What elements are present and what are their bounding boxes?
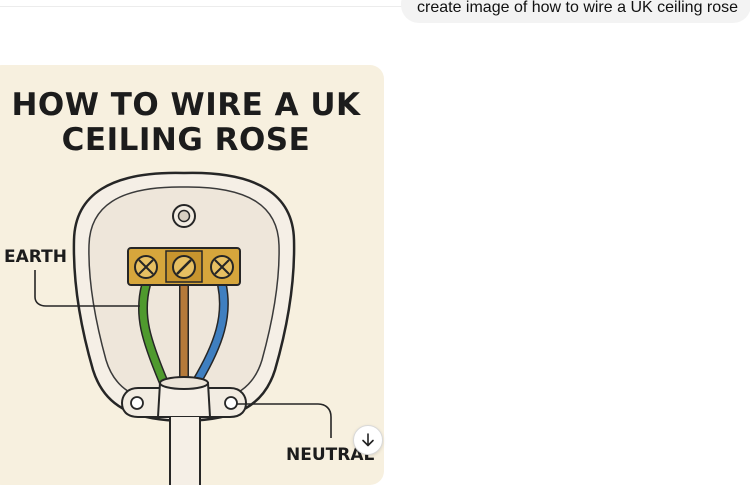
terminal-screw-right-icon: [210, 255, 234, 279]
neutral-wire: [192, 281, 228, 387]
user-message-text: create image of how to wire a UK ceiling…: [417, 0, 739, 16]
earth-wire: [139, 281, 168, 387]
scroll-down-button[interactable]: [353, 425, 383, 455]
user-message-bubble: create image of how to wire a UK ceiling…: [401, 0, 750, 23]
neutral-leader-line: [237, 403, 332, 438]
ceiling-rose-illustration: [34, 171, 332, 485]
clamp-screw-right-icon: [224, 396, 238, 410]
terminal-screw-left-icon: [134, 255, 158, 279]
generated-image[interactable]: HOW TO WIRE A UK CEILING ROSE EARTH NEUT…: [0, 65, 384, 485]
earth-label: EARTH: [4, 247, 67, 267]
top-divider: [0, 6, 750, 7]
image-title-line-1: HOW TO WIRE A UK: [11, 87, 361, 123]
arrow-down-icon: [362, 433, 374, 447]
earth-leader-line: [34, 270, 140, 307]
clamp-screw-left-icon: [130, 396, 144, 410]
terminal-screw-middle-icon: [172, 255, 196, 279]
neutral-label: NEUTRAL: [286, 445, 375, 465]
image-title-line-2: CEILING ROSE: [61, 122, 311, 158]
